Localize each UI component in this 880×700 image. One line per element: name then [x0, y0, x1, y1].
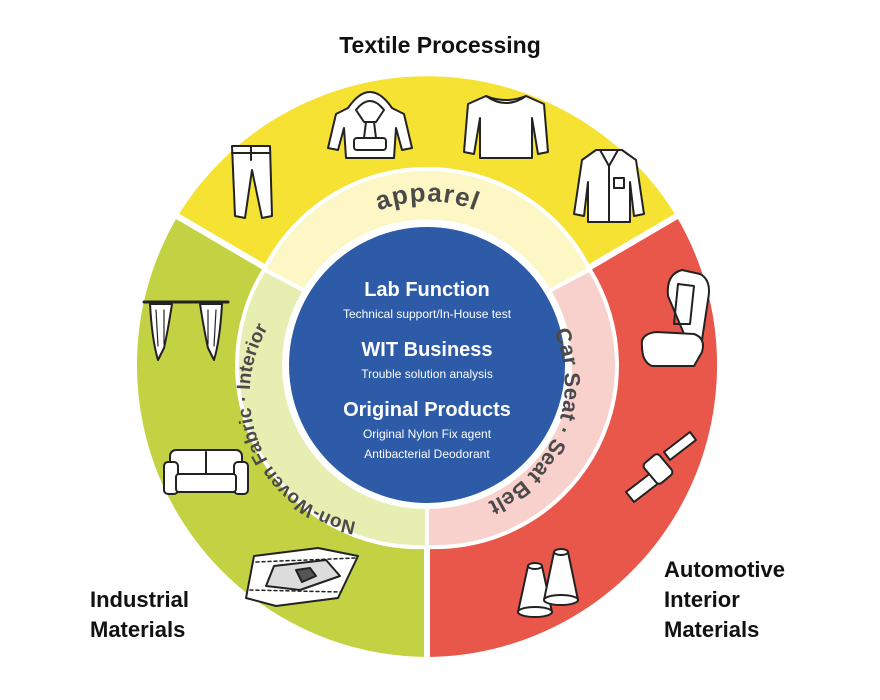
pants-icon — [231, 145, 273, 219]
lab-function-heading: Lab Function — [364, 279, 490, 301]
original-products-subtext-2: Antibacterial Deodorant — [364, 447, 490, 461]
wit-business-heading: WIT Business — [361, 339, 492, 361]
thread-spools-icon — [517, 548, 579, 618]
center-circle — [285, 223, 569, 507]
industrial-materials-label: Industrial Materials — [90, 585, 189, 645]
industrial-label-line2: Materials — [90, 617, 186, 642]
automotive-label-line3: Materials — [664, 617, 760, 642]
sweater-icon — [463, 95, 549, 159]
apparel-inner-band — [261, 166, 593, 294]
car-seat-inner-band — [425, 266, 619, 550]
seat-belt-icon — [625, 431, 697, 503]
sofa-icon — [163, 449, 249, 495]
textile-processing-title: Textile Processing — [339, 32, 541, 58]
hoodie-icon — [327, 91, 413, 159]
automotive-label-line1: Automotive — [664, 557, 785, 582]
original-products-subtext-1: Original Nylon Fix agent — [363, 427, 492, 441]
wit-business-subtext: Trouble solution analysis — [361, 367, 493, 381]
automotive-materials-label: Automotive Interior Materials — [664, 555, 785, 645]
rug-icon — [245, 547, 359, 607]
lab-function-subtext: Technical support/In-House test — [343, 307, 512, 321]
non-woven-inner-band — [235, 266, 429, 550]
industrial-label-line1: Industrial — [90, 587, 190, 612]
curtain-icon — [142, 300, 230, 361]
automotive-label-line2: Interior — [664, 587, 740, 612]
original-products-heading: Original Products — [343, 399, 511, 421]
shirt-icon — [573, 149, 645, 223]
car-seat-icon — [640, 269, 710, 367]
